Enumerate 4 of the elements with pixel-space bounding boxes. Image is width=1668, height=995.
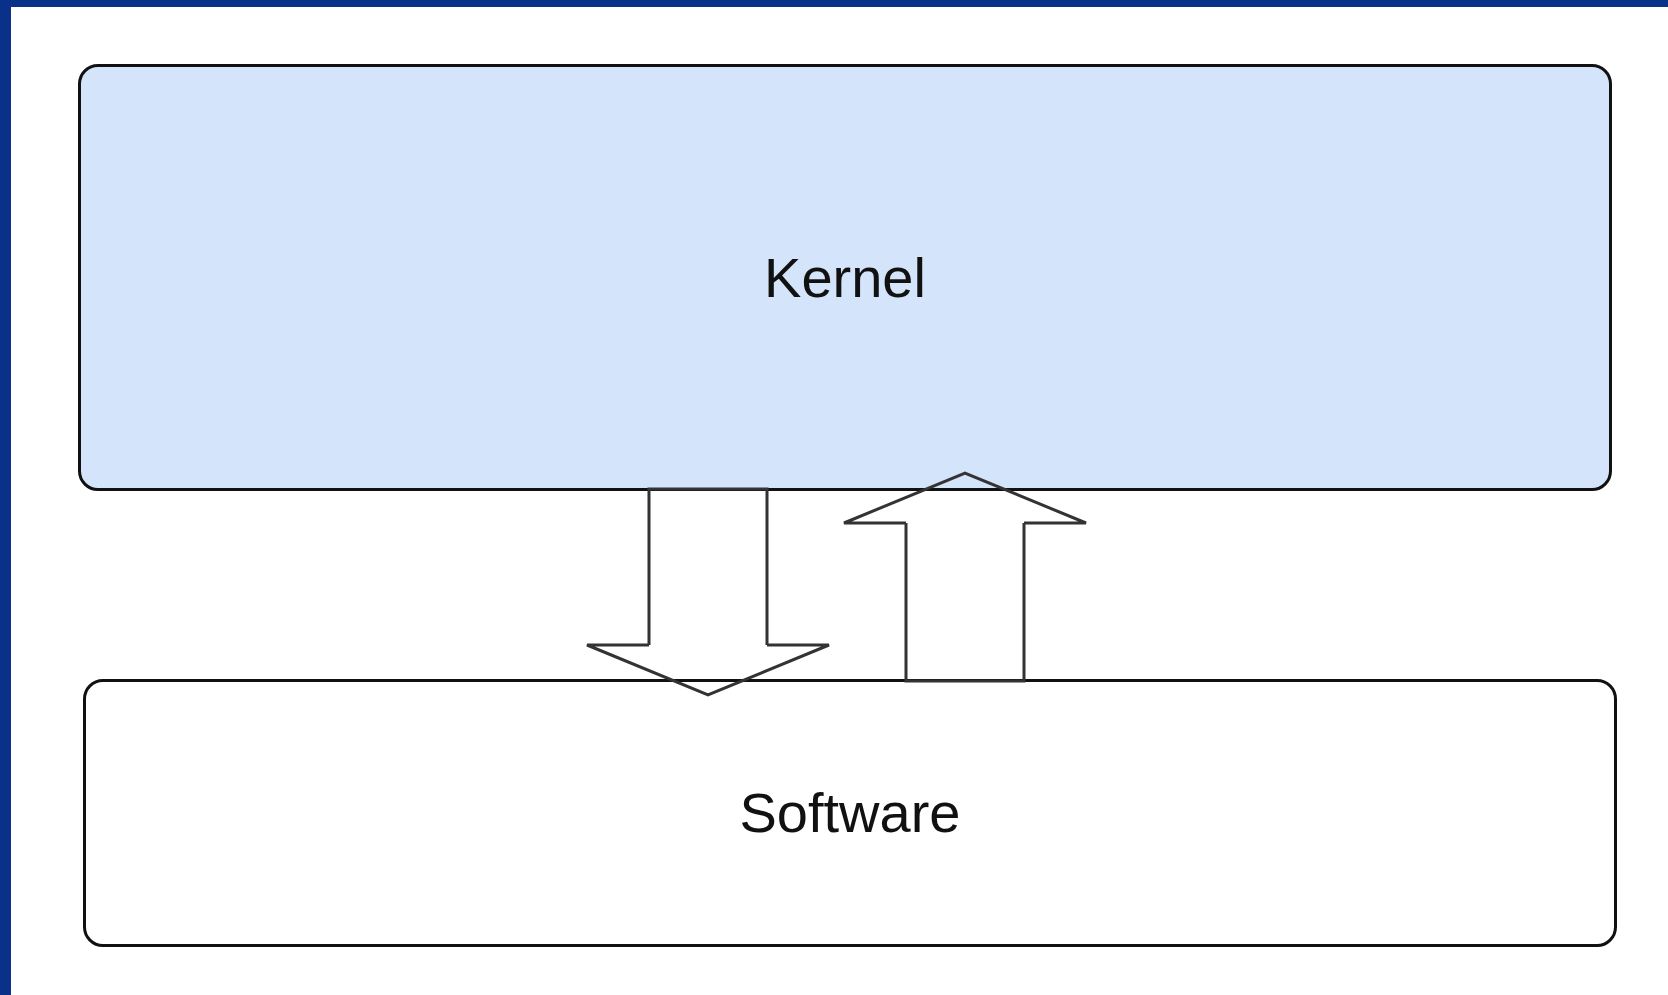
process-box — [83, 679, 1617, 947]
box-label: Software — [739, 780, 961, 846]
process-box — [78, 64, 1612, 491]
box-label: Kernel — [764, 244, 926, 311]
